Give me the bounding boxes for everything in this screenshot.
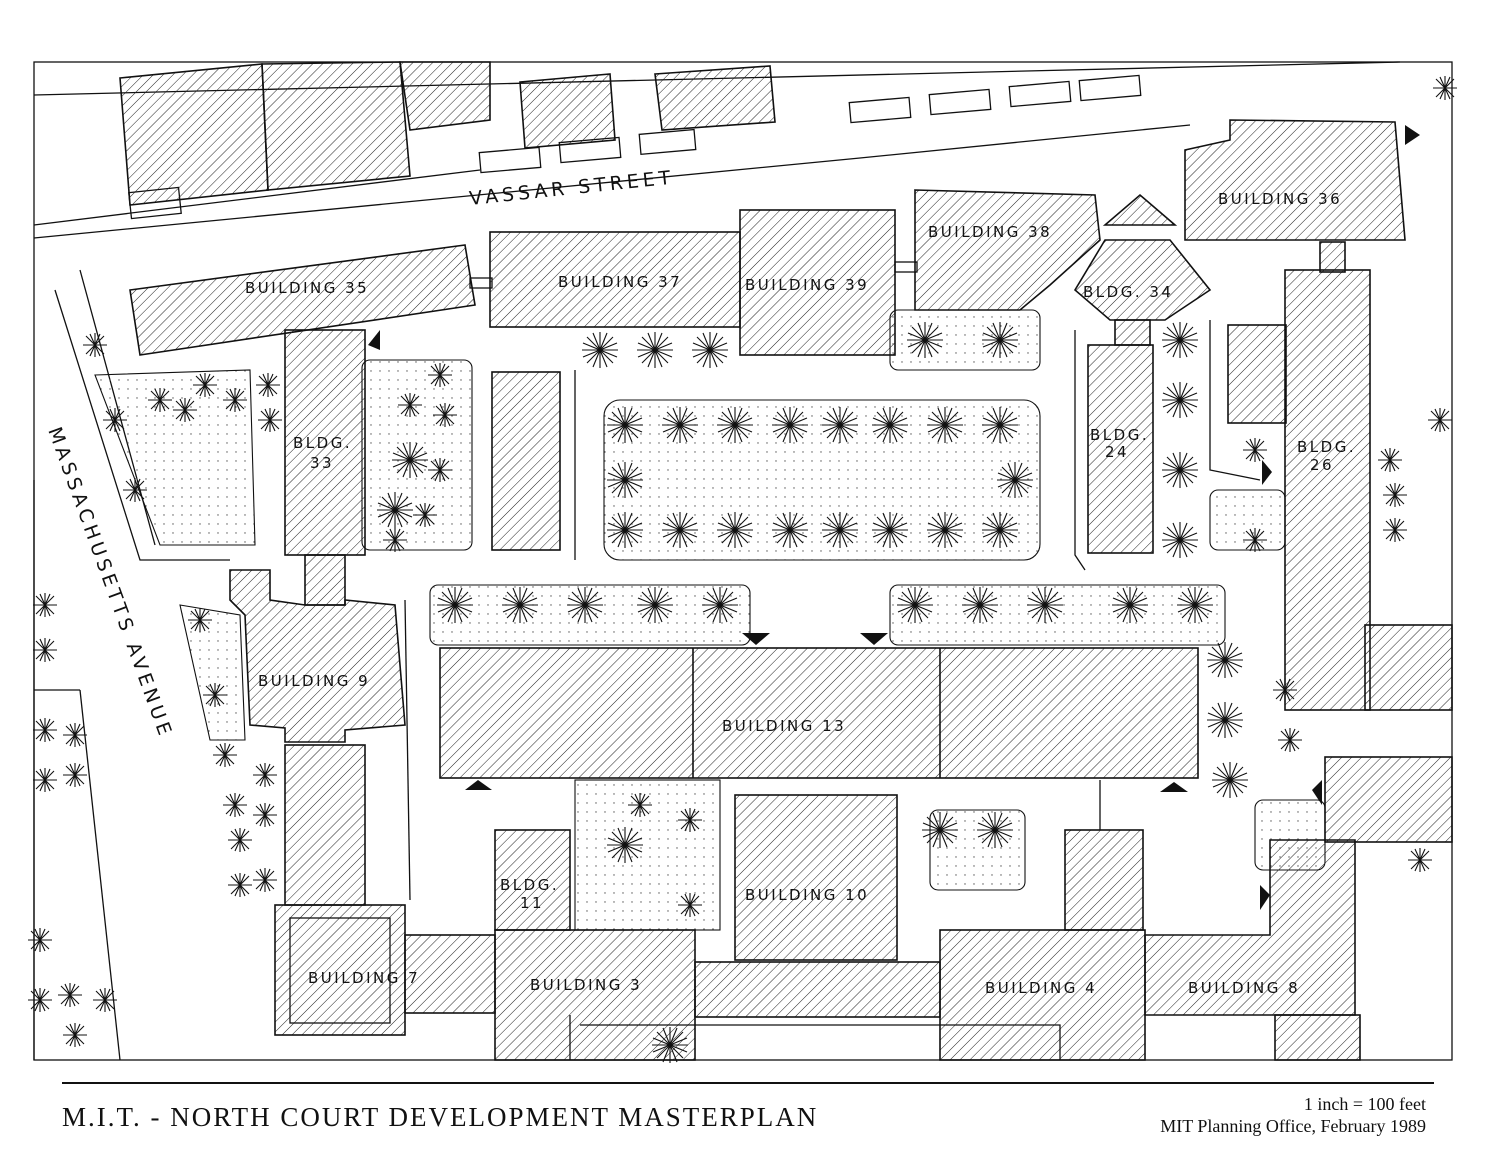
building-35 xyxy=(129,244,476,356)
label-building-9: BUILDING 9 xyxy=(258,672,370,690)
scale-note: 1 inch = 100 feet xyxy=(1303,1094,1426,1114)
buildings xyxy=(129,119,1453,1061)
building-labels: BUILDING 35 BUILDING 37 BUILDING 39 BUIL… xyxy=(245,190,1356,997)
building-38 xyxy=(914,189,1101,311)
label-building-34: BLDG. 34 xyxy=(1083,283,1173,301)
building-10 xyxy=(734,794,898,961)
label-building-24-line2: 24 xyxy=(1105,443,1129,461)
label-building-8: BUILDING 8 xyxy=(1188,979,1300,997)
site-plan-map: BUILDING 35 BUILDING 37 BUILDING 39 BUIL… xyxy=(27,61,1458,1064)
label-building-24-line1: BLDG. xyxy=(1090,426,1149,444)
label-building-13: BUILDING 13 xyxy=(722,717,846,735)
label-building-37: BUILDING 37 xyxy=(558,273,682,291)
building-11 xyxy=(494,829,571,931)
building-37 xyxy=(489,231,741,328)
walkways xyxy=(404,261,1261,1060)
building-26 xyxy=(1284,269,1371,711)
plan-title: M.I.T. - NORTH COURT DEVELOPMENT MASTERP… xyxy=(62,1102,819,1132)
building-7 xyxy=(274,904,406,1036)
label-building-10: BUILDING 10 xyxy=(745,886,869,904)
label-building-11-line2: 11 xyxy=(520,894,544,912)
building-4 xyxy=(939,929,1146,1061)
label-building-7: BUILDING 7 xyxy=(308,969,420,987)
label-building-11-line1: BLDG. xyxy=(500,876,559,894)
building-34 xyxy=(1073,239,1212,321)
title-block: M.I.T. - NORTH COURT DEVELOPMENT MASTERP… xyxy=(0,1070,1500,1160)
building-36 xyxy=(1184,119,1406,241)
label-building-35: BUILDING 35 xyxy=(245,279,369,297)
building-9 xyxy=(229,569,406,743)
label-building-26-line1: BLDG. xyxy=(1297,438,1356,456)
label-building-3: BUILDING 3 xyxy=(530,976,642,994)
label-building-33-line2: 33 xyxy=(310,454,334,472)
label-vassar-street: VASSAR STREET xyxy=(468,167,675,210)
credit-note: MIT Planning Office, February 1989 xyxy=(1160,1116,1426,1136)
building-39 xyxy=(739,209,896,356)
label-building-33-line1: BLDG. xyxy=(293,434,352,452)
label-building-4: BUILDING 4 xyxy=(985,979,1097,997)
title-rule xyxy=(62,1082,1434,1084)
label-building-39: BUILDING 39 xyxy=(745,276,869,294)
building-8 xyxy=(1144,839,1356,1016)
label-building-26-line2: 26 xyxy=(1310,456,1334,474)
building-33 xyxy=(284,329,366,556)
building-24 xyxy=(1087,344,1154,554)
vassar-north-buildings xyxy=(119,61,776,206)
label-building-38: BUILDING 38 xyxy=(928,223,1052,241)
building-13 xyxy=(439,647,1199,779)
entrance-markers xyxy=(368,125,1420,910)
label-building-36: BUILDING 36 xyxy=(1218,190,1342,208)
